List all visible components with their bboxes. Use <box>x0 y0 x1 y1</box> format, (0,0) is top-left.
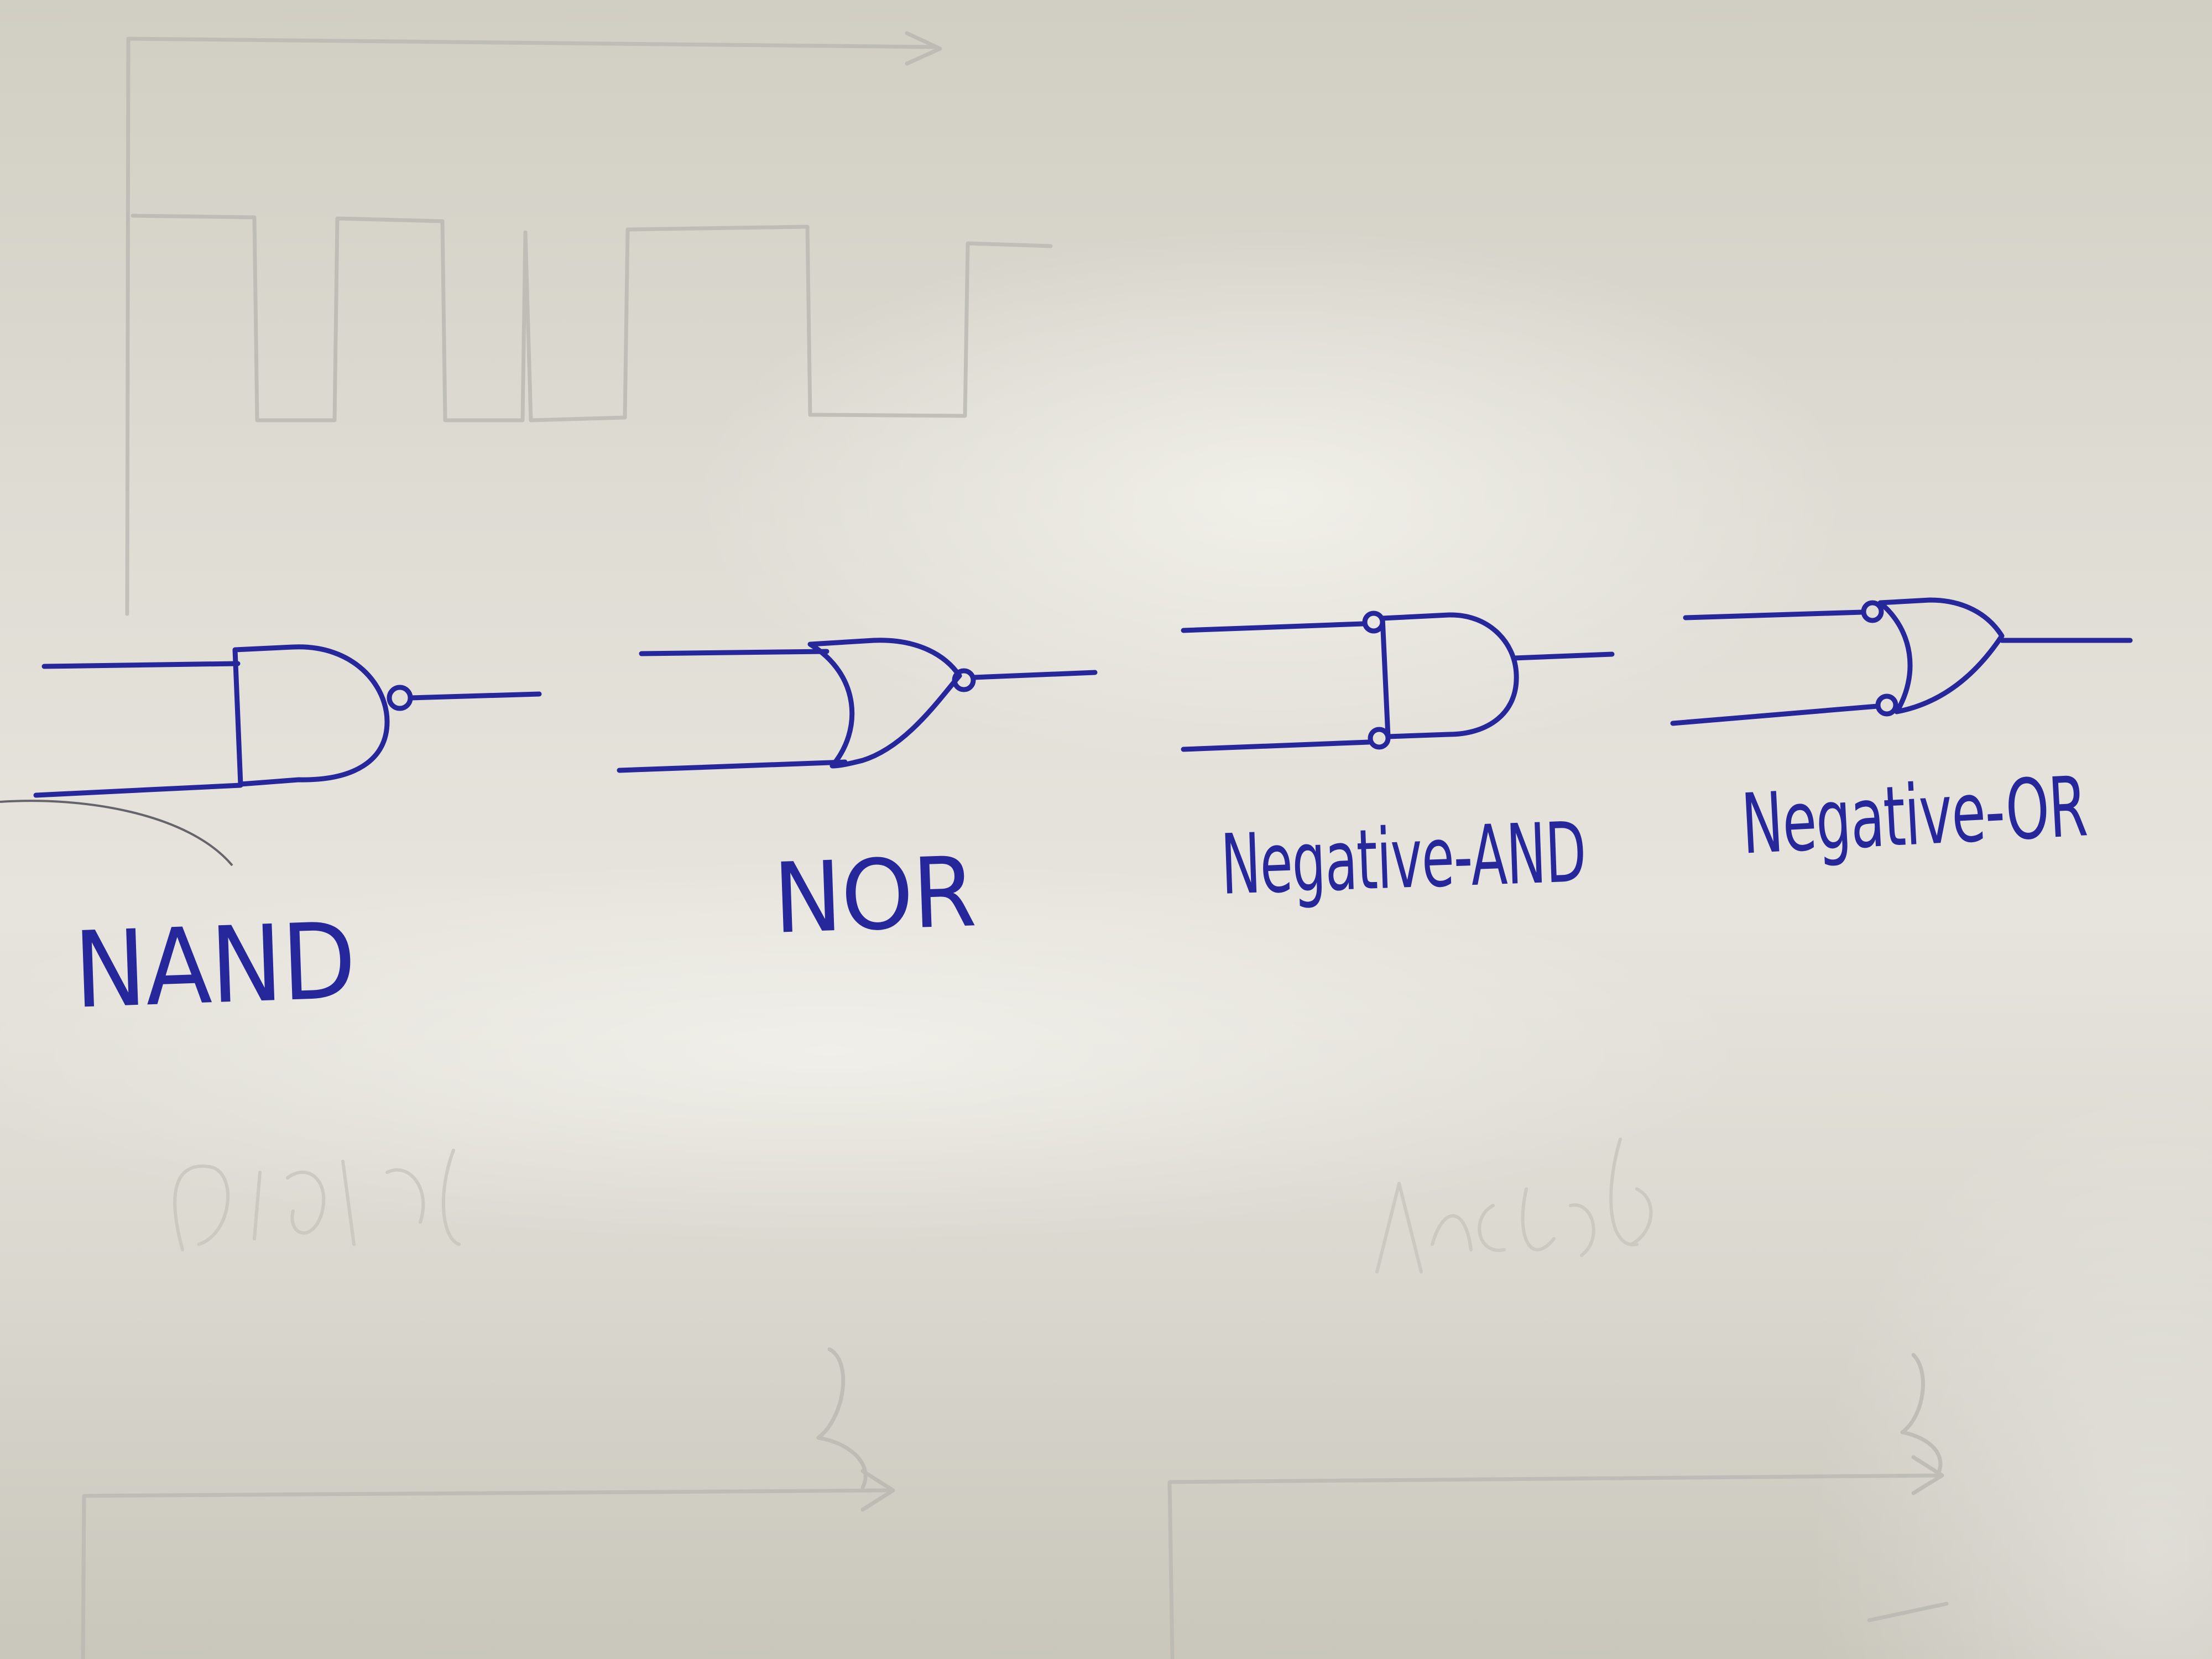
nand-body <box>232 644 390 787</box>
negative-or-input-a <box>1683 609 1865 620</box>
faint-frame-bottom-left <box>81 1488 893 1659</box>
nand-input-a <box>41 661 241 669</box>
faint-frame-bottom-right <box>1167 1473 1943 1659</box>
negative-and-input-a <box>1181 621 1366 633</box>
negative-or-label: Negative-OR <box>1739 759 2089 873</box>
negative-and-gate-symbol <box>1181 611 1615 752</box>
negative-and-output <box>1511 651 1615 661</box>
negative-or-input-b <box>1670 703 1880 726</box>
negative-and-label: Negative-AND <box>1219 804 1588 914</box>
faint-arrowhead-top <box>905 31 942 66</box>
faint-t-mark-left <box>816 1347 868 1490</box>
nor-input-b <box>617 759 848 773</box>
faint-stroke-bottom-right <box>1867 1601 1949 1623</box>
faint-t-mark-right <box>1900 1353 1943 1476</box>
negative-or-input-a-bubble <box>1861 600 1884 623</box>
show-through-drawings <box>81 31 1949 1659</box>
nor-inversion-bubble <box>952 668 976 692</box>
faint-mirrored-word-left <box>173 1149 461 1251</box>
nor-label: NOR <box>771 836 977 956</box>
faint-mirrored-word-right <box>1375 1138 1653 1274</box>
negative-and-input-b <box>1181 739 1371 752</box>
nand-label: NAND <box>72 900 357 1032</box>
nor-body <box>807 638 962 769</box>
nand-gate-symbol <box>33 644 542 798</box>
nand-output <box>408 691 542 701</box>
nand-inversion-bubble <box>387 685 413 711</box>
faint-square-wave <box>131 213 1053 422</box>
stray-ink-curve <box>0 800 233 867</box>
negative-or-input-b-bubble <box>1875 693 1898 717</box>
negative-or-gate-symbol <box>1670 597 2133 726</box>
nor-gate-symbol <box>617 638 1098 773</box>
faint-timing-frame <box>125 36 937 616</box>
nor-input-a <box>639 649 830 656</box>
nor-output <box>971 670 1098 680</box>
faint-arrowhead-bottom-right <box>1911 1455 1944 1495</box>
negative-and-input-a-bubble <box>1362 611 1385 634</box>
negative-and-body <box>1380 612 1519 739</box>
nand-input-b <box>33 782 243 798</box>
negative-or-body <box>1877 597 2005 714</box>
faint-arrowhead-bottom-left <box>860 1469 895 1512</box>
